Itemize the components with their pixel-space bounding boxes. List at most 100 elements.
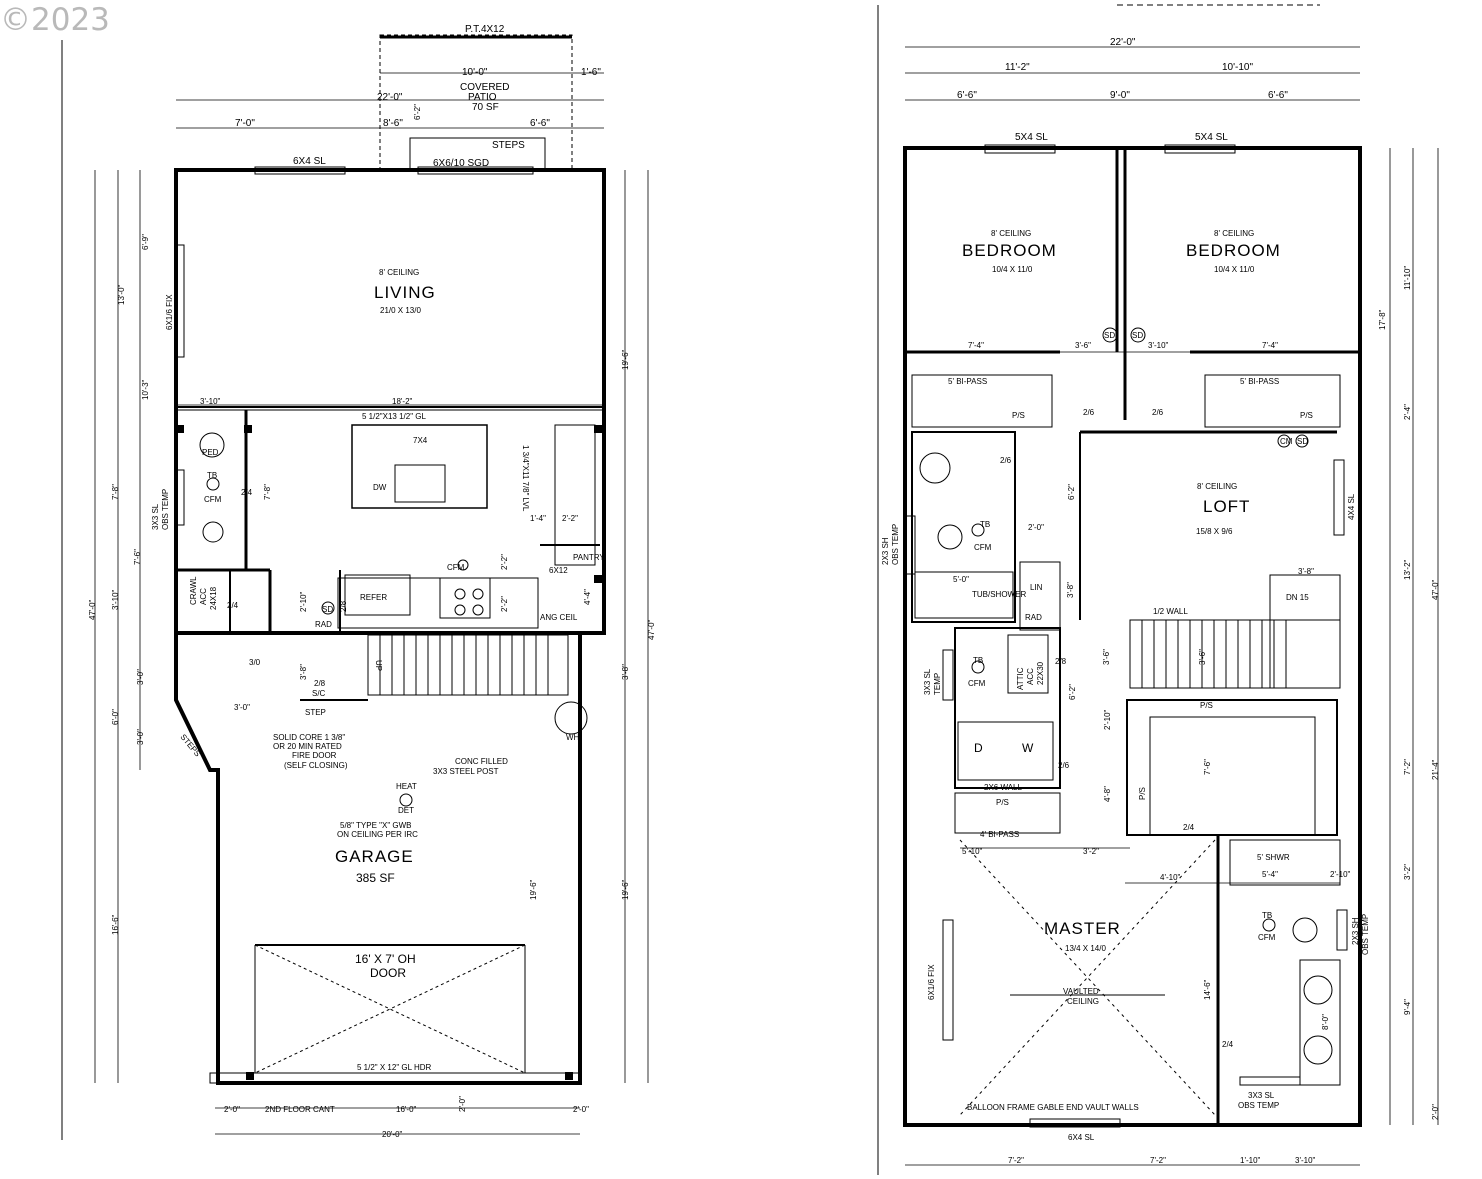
door-24-bath: 2/4: [241, 488, 253, 497]
window-mbath-obs: OBS TEMP: [1361, 914, 1370, 955]
washer-label: W: [1022, 741, 1034, 755]
bipass-bed2: 5' BI-PASS: [1240, 377, 1279, 386]
island-size: 7X4: [413, 436, 428, 445]
attic-size: 22X30: [1036, 661, 1045, 685]
ped-sink-label: PED: [202, 448, 219, 457]
dim-sf-r132: 13'-2": [1403, 559, 1412, 580]
dim-sf-1010: 10'-10": [1222, 62, 1253, 73]
dim-sf-310: 3'-10": [1148, 341, 1169, 350]
solid-core-label: S/C: [312, 689, 326, 698]
window-left-fix: 6X1/6 FIX: [165, 294, 174, 330]
dim-sf-b72b: 7'-2": [1150, 1156, 1166, 1165]
tb-laundry: TB: [973, 656, 983, 665]
dim-left-470: 47'-0": [88, 599, 97, 620]
oh-door-line1: 16' X 7' OH: [355, 952, 416, 966]
window-obs: 3X3 SL: [151, 503, 160, 530]
dim-sf-112: 11'-2": [1005, 62, 1030, 73]
dim-sf-r94: 9'-4": [1403, 999, 1412, 1015]
vaulted-line2: CEILING: [1067, 997, 1099, 1006]
patio-area: 70 SF: [472, 102, 499, 113]
second-floor-exterior-wall: [903, 146, 1362, 1127]
dim-mid-38: 3'-8": [299, 664, 308, 680]
window-bath-sh: 2X3 SH: [881, 537, 890, 565]
dim-mid-78: 7'-8": [263, 484, 272, 500]
rad-label-1: RAD: [315, 620, 332, 629]
dim-left-130: 13'-0": [117, 284, 126, 305]
half-wall-label: 1/2 WALL: [1153, 607, 1188, 616]
bed2-size: 10/4 X 11/0: [1214, 265, 1255, 274]
dim-sf-r32: 3'-2": [1403, 864, 1412, 880]
dim-sf-90: 9'-0": [1110, 90, 1130, 101]
dim-sf-r72: 7'-2": [1403, 759, 1412, 775]
dim-mid-310: 3'-10": [200, 397, 221, 406]
post-line1: CONC FILLED: [455, 757, 508, 766]
dim-left-69: 6'-9": [141, 234, 150, 250]
dim-sf-210: 2'-10": [1103, 709, 1112, 730]
dim-sf-32: 3'-2": [1083, 847, 1099, 856]
dim-top-66: 6'-6": [530, 118, 550, 129]
steps-top-label: STEPS: [492, 140, 525, 151]
dim-patio-offset: 1'-6": [581, 67, 601, 78]
dim-bottom-20c: 2'-0": [573, 1105, 589, 1114]
tb-bath: TB: [980, 520, 990, 529]
master-size: 13/4 X 14/0: [1065, 944, 1106, 953]
linen-label: LIN: [1030, 583, 1043, 592]
bipass-bed1: 5' BI-PASS: [948, 377, 987, 386]
tb-label-1: TB: [207, 471, 217, 480]
master-label: MASTER: [1044, 919, 1121, 938]
dim-sf-410: 4'-10": [1160, 873, 1181, 882]
dim-sf-r178: 17'-8": [1378, 309, 1387, 330]
living-size: 21/0 X 13/0: [380, 306, 421, 315]
crawl-size: 24X18: [209, 586, 218, 610]
dim-sf-r80: 8'-0": [1321, 1014, 1330, 1030]
window-obs-temp: OBS TEMP: [161, 489, 170, 530]
garage-area: 385 SF: [356, 871, 395, 885]
bedroom2-label: BEDROOM: [1186, 241, 1281, 260]
pantry-label: PANTRY: [573, 553, 605, 562]
cfm-label-1: CFM: [204, 495, 222, 504]
shelf-label: 6X12: [549, 566, 568, 575]
dim-left-103: 10'-3": [141, 379, 150, 400]
fire-door-line3: FIRE DOOR: [292, 751, 337, 760]
door-26-bed2: 2/6: [1152, 408, 1164, 417]
dim-sf-r214: 21'-4": [1431, 759, 1440, 780]
det-label: DET: [398, 806, 414, 815]
dim-sf-62b: 6'-2": [1068, 684, 1077, 700]
door-28-label: 2/8: [314, 679, 326, 688]
water-heater-label: WH: [566, 733, 580, 742]
dim-top-86: 8'-6": [383, 118, 403, 129]
dim-bottom-20: 2'-0": [224, 1105, 240, 1114]
dim-sf-38: 3'-8": [1066, 582, 1075, 598]
ps-laundry: P/S: [996, 798, 1009, 807]
patio-word: PATIO: [468, 92, 497, 103]
stair-down-label: DN 15: [1286, 593, 1309, 602]
attic-label: ATTIC: [1016, 667, 1025, 690]
door-26-bath: 2/6: [1000, 456, 1012, 465]
dim-sf-b310: 3'-10": [1295, 1156, 1316, 1165]
loft-size: 15/8 X 9/6: [1196, 527, 1233, 536]
dim-sf-38b: 3'-8": [1298, 567, 1314, 576]
dim-sf-66: 6'-6": [957, 90, 977, 101]
dim-mid-14: 1'-4": [530, 514, 546, 523]
dim-sf-r20: 2'-0": [1431, 1104, 1440, 1120]
dim-sf-r470: 47'-0": [1431, 579, 1440, 600]
fire-door-line1: SOLID CORE 1 3/8": [273, 733, 345, 742]
dim-overall-top: 22'-0": [377, 92, 403, 103]
dim-sf-74b: 7'-4": [1262, 341, 1278, 350]
window-bath-obs: OBS TEMP: [891, 524, 900, 565]
oh-door-line2: DOOR: [370, 966, 406, 980]
dim-left-30b: 3'-0": [136, 729, 145, 745]
dim-mid-182: 18'-2": [392, 397, 413, 406]
window-laundry-temp: TEMP: [933, 673, 942, 695]
dim-sf-36b: 3'-6": [1102, 649, 1111, 665]
copyright-watermark: ©2023: [0, 2, 110, 38]
bedroom1-label: BEDROOM: [962, 241, 1057, 260]
gwb-line1: 5/8" TYPE "X" GWB: [340, 821, 412, 830]
second-floor-plan: [877, 4, 1439, 1175]
door-28-sf: 2/8: [1055, 657, 1067, 666]
dim-sf-510: 5'-10": [962, 847, 983, 856]
dim-right-196b: 19'-6": [529, 879, 538, 900]
dim-right-470: 47'-0": [647, 619, 656, 640]
dim-sf-54: 5'-4": [1262, 870, 1278, 879]
